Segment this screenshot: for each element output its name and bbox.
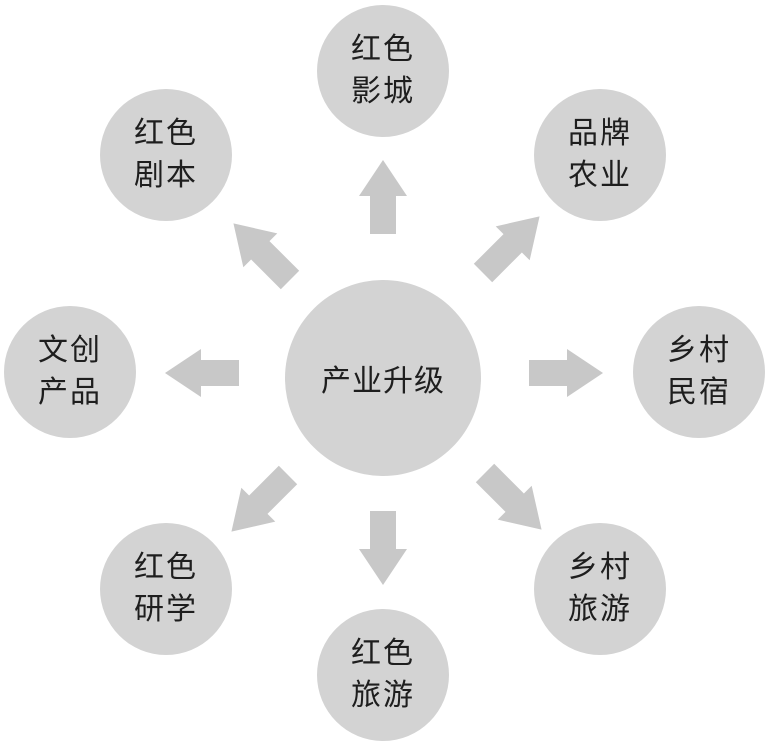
node-bottom: 红色 旅游 <box>317 609 449 741</box>
node-bottom-left: 红色 研学 <box>100 523 232 655</box>
node-top-line2: 影城 <box>351 74 415 109</box>
node-top-right: 品牌 农业 <box>534 89 666 221</box>
node-bottom-left-line1: 红色 <box>134 550 198 585</box>
node-top-right-line2: 农业 <box>568 158 632 193</box>
node-bottom-left-line2: 研学 <box>134 592 198 627</box>
arrow-to-bottom <box>359 511 407 585</box>
node-right-line1: 乡村 <box>667 333 731 368</box>
node-left: 文创 产品 <box>4 306 136 438</box>
node-bottom-right-line2: 旅游 <box>568 592 632 627</box>
node-top-left: 红色 剧本 <box>100 89 232 221</box>
node-bottom-line1: 红色 <box>351 636 415 671</box>
node-top-left-line1: 红色 <box>134 116 198 151</box>
node-bottom-right-line1: 乡村 <box>568 550 632 585</box>
node-top-right-line1: 品牌 <box>568 116 632 151</box>
node-top-left-line2: 剧本 <box>134 158 198 193</box>
arrow-to-left <box>165 349 239 397</box>
node-left-line1: 文创 <box>38 333 102 368</box>
arrow-to-bottom-left <box>231 465 298 532</box>
center-label: 产业升级 <box>321 364 445 399</box>
node-top: 红色 影城 <box>317 5 449 137</box>
node-bottom-line2: 旅游 <box>351 678 415 713</box>
node-right-line2: 民宿 <box>667 375 731 410</box>
node-left-line2: 产品 <box>38 375 102 410</box>
center-node: 产业升级 <box>285 280 481 476</box>
arrow-to-top-left <box>233 223 300 290</box>
node-bottom-right: 乡村 旅游 <box>534 523 666 655</box>
arrow-to-top <box>359 160 407 234</box>
node-right: 乡村 民宿 <box>633 306 765 438</box>
arrow-to-right <box>529 349 603 397</box>
node-top-line1: 红色 <box>351 32 415 67</box>
arrow-to-bottom-right <box>475 463 542 530</box>
arrow-to-top-right <box>473 216 540 283</box>
